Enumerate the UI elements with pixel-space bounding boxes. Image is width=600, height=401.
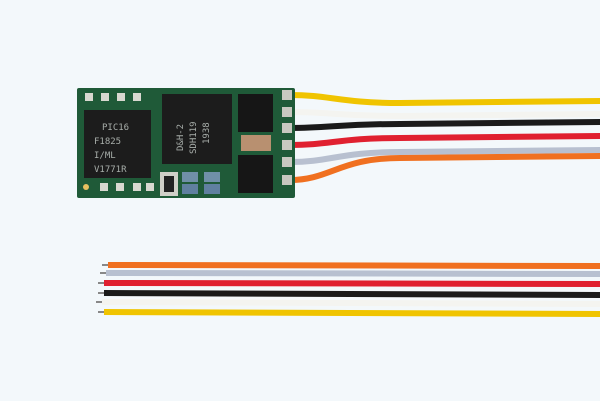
loose-wires [96,262,600,317]
wire [287,147,600,165]
wire [101,299,600,307]
wire [103,280,600,287]
asic-marking: D&H-2 SDH119 1938 [176,116,212,154]
solder-pad [282,140,292,150]
wire [105,270,600,277]
mcu-marking-line: F1825 [94,137,121,147]
wire [287,153,600,183]
attached-wires [287,92,600,183]
solder-pad [282,107,292,117]
mcu-marking-line: PIC16 [102,123,129,133]
driver-chip [162,94,232,164]
asic-marking-line: D&H-2 [176,124,186,151]
wire [103,290,600,298]
wire [287,92,600,107]
mcu-marking: PIC16 F1825 I/ML V1771R [94,123,135,175]
wire [287,133,600,148]
wire [103,309,600,317]
microcontroller-chip [84,110,151,178]
wire [287,109,600,120]
solder-pad [282,157,292,167]
asic-marking-line: 1938 [202,122,212,144]
asic-marking-line: SDH119 [189,121,199,154]
wire [107,262,600,269]
solder-pad [282,123,292,133]
mcu-marking-line: I/ML [94,151,116,161]
solder-pad [282,90,292,100]
mcu-marking-line: V1771R [94,165,127,175]
wire [287,119,600,131]
decoder-pcb: PIC16 F1825 I/ML V1771R D&H-2 SDH119 193… [77,88,295,198]
solder-pad [282,175,292,185]
